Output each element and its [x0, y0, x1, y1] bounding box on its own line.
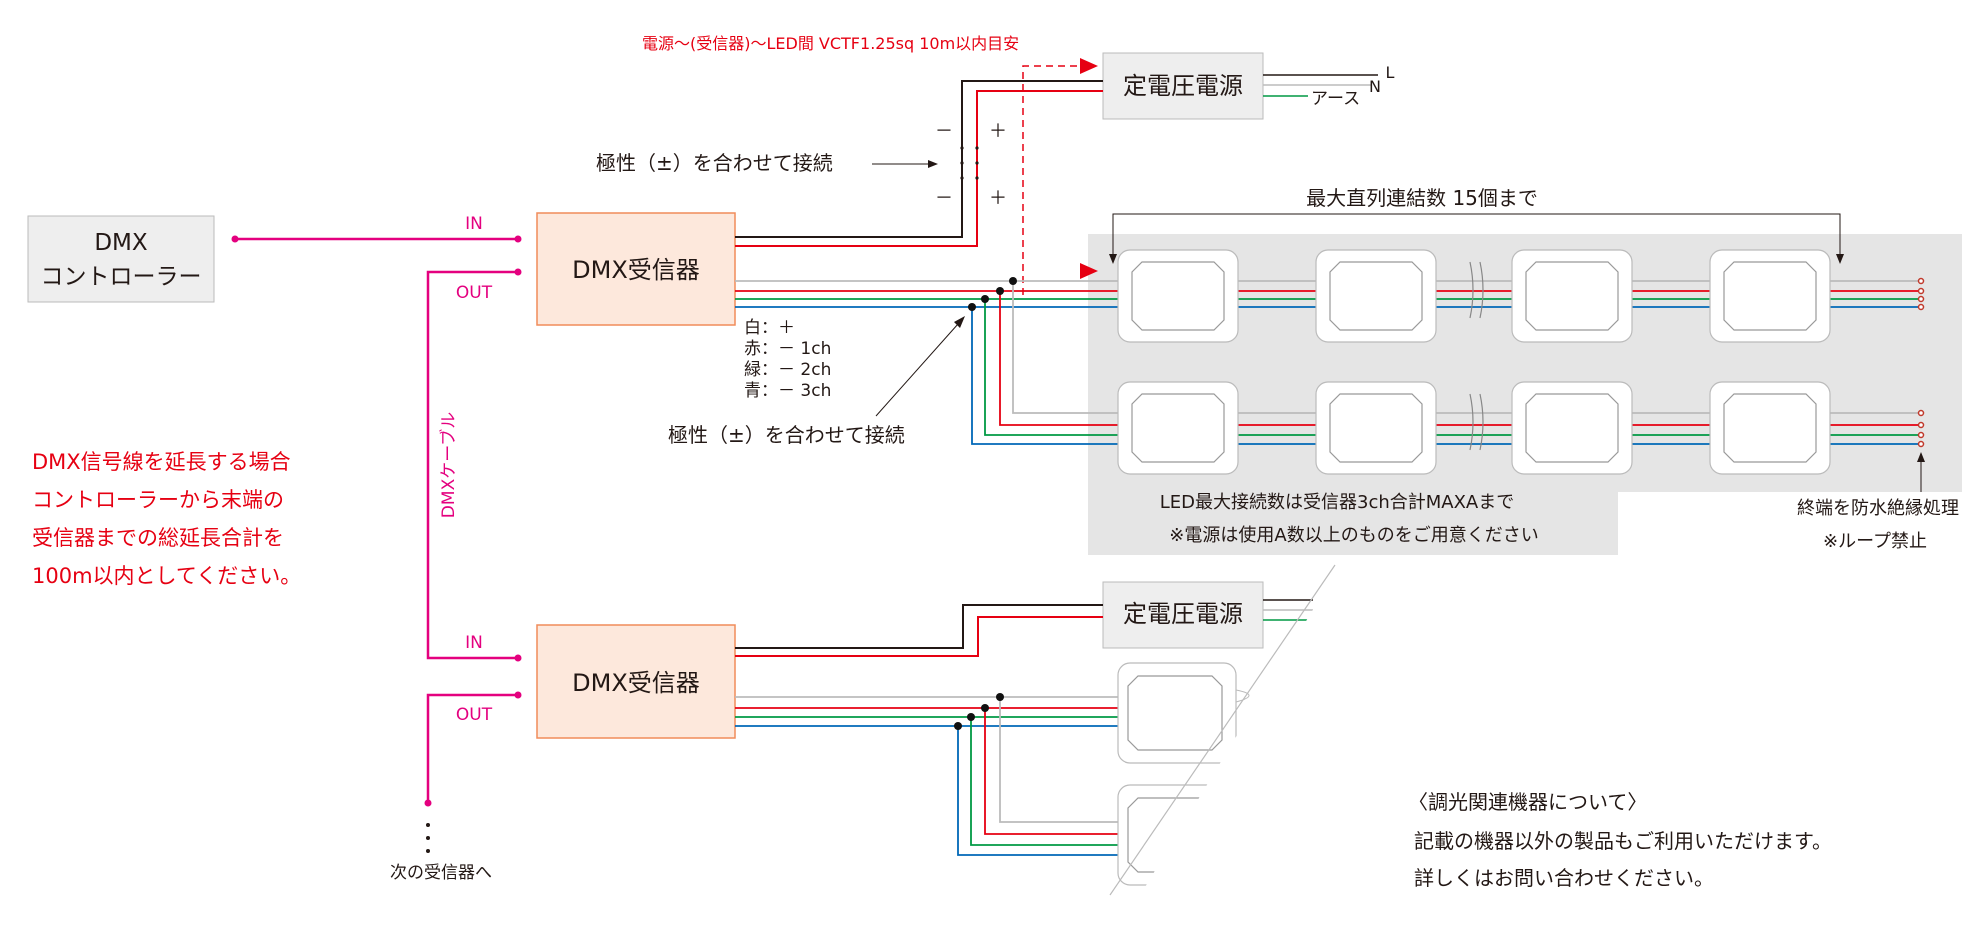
dmx-cables	[235, 237, 518, 803]
terminal-note-1: 終端を防水絶縁処理	[1797, 498, 1959, 519]
dmx-receiver-top: DMX受信器	[536, 212, 736, 326]
led-module	[1511, 249, 1633, 343]
related-line-1: 記載の機器以外の製品もご利用いただけます。	[1414, 829, 1832, 853]
dmx-extension-note-3: 受信器までの総延長合計を	[32, 526, 284, 550]
related-line-2: 詳しくはお問い合わせください。	[1414, 866, 1714, 890]
terminal-ends	[1917, 277, 1925, 448]
max-series-bracket	[1109, 213, 1844, 264]
led-module	[1117, 249, 1239, 343]
wire-legend-blue: 青：－ 3ch	[744, 381, 831, 401]
wire-legend-red: 赤：－ 1ch	[744, 339, 831, 359]
dmx-controller: DMX コントローラー	[27, 215, 215, 303]
cable-spec-arrow	[1022, 58, 1098, 295]
max-series-label: 最大直列連結数 15個まで	[1306, 186, 1538, 210]
dmx-extension-note-2: コントローラーから末端の	[32, 488, 284, 512]
polarity-plus-upper: ＋	[989, 121, 1007, 142]
dmx-receiver-bottom: DMX受信器	[536, 624, 736, 739]
related-title: 〈調光関連機器について〉	[1408, 790, 1647, 814]
led-modules	[1117, 249, 1831, 475]
led-module	[1511, 381, 1633, 475]
continuation-dots	[426, 823, 430, 853]
cut-mask	[1110, 565, 1340, 945]
led-junction-dots-bottom	[954, 693, 1004, 730]
mains-n-label: N	[1369, 77, 1381, 96]
port-out-top: OUT	[456, 283, 493, 303]
controller-label-line2: コントローラー	[41, 264, 202, 290]
polarity-note-mid: 極性（±）を合わせて接続	[668, 423, 905, 447]
psu-top-label: 定電圧電源	[1123, 72, 1243, 100]
polarity-note-top-arrow	[872, 160, 938, 168]
terminal-note-2: ※ループ禁止	[1823, 531, 1927, 552]
mains-l-label: L	[1386, 63, 1395, 82]
psu-capacity-note: ※電源は使用A数以上のものをご用意ください	[1169, 525, 1538, 546]
led-max-note: LED最大接続数は受信器3ch合計MAXAまで	[1160, 492, 1515, 513]
break-marks	[1469, 261, 1484, 451]
polarity-markers-top	[960, 146, 979, 180]
mains-earth-label: アース	[1311, 89, 1360, 109]
port-in-top: IN	[465, 214, 483, 234]
psu-bottom: 定電圧電源	[1102, 581, 1264, 649]
led-module	[1315, 249, 1437, 343]
led-lines-bottom	[735, 696, 1118, 856]
mains-wiring-bottom	[1263, 599, 1313, 621]
polarity-minus-upper: －	[935, 121, 953, 142]
cable-spec-note: 電源～(受信器)～LED間 VCTF1.25sq 10m以内目安	[642, 34, 1019, 53]
power-lines-bottom	[735, 604, 1103, 657]
psu-bottom-label: 定電圧電源	[1123, 600, 1243, 628]
dmx-extension-note-4: 100m以内としてください。	[32, 564, 301, 588]
receiver-bottom-label: DMX受信器	[572, 669, 700, 697]
power-lines-top	[735, 80, 1103, 247]
led-module	[1315, 381, 1437, 475]
led-module	[1709, 381, 1831, 475]
led-module-partial-1	[1117, 662, 1250, 764]
mains-wiring-top	[1263, 74, 1378, 97]
receiver-top-label: DMX受信器	[572, 256, 700, 284]
next-receiver-label: 次の受信器へ	[390, 863, 492, 883]
dmx-cable-label: DMXケーブル	[438, 412, 459, 518]
cut-line	[1109, 564, 1336, 896]
port-in-bottom: IN	[465, 633, 483, 653]
polarity-note-mid-arrow	[875, 316, 965, 417]
polarity-minus-lower: －	[935, 188, 953, 209]
led-junction-dots-top	[968, 277, 1017, 311]
dmx-connection-dots	[231, 235, 522, 807]
wire-legend-white: 白：＋	[744, 318, 795, 338]
led-module	[1117, 381, 1239, 475]
led-module	[1709, 249, 1831, 343]
led-input-arrow	[1080, 263, 1098, 279]
port-out-bottom: OUT	[456, 705, 493, 725]
psu-top: 定電圧電源	[1102, 52, 1264, 120]
controller-label-line1: DMX	[94, 230, 148, 256]
dmx-extension-note-1: DMX信号線を延長する場合	[32, 450, 291, 474]
polarity-plus-lower: ＋	[989, 188, 1007, 209]
wire-legend-green: 緑：－ 2ch	[744, 360, 831, 380]
polarity-note-top: 極性（±）を合わせて接続	[596, 151, 833, 175]
terminal-arrow	[1917, 452, 1925, 492]
